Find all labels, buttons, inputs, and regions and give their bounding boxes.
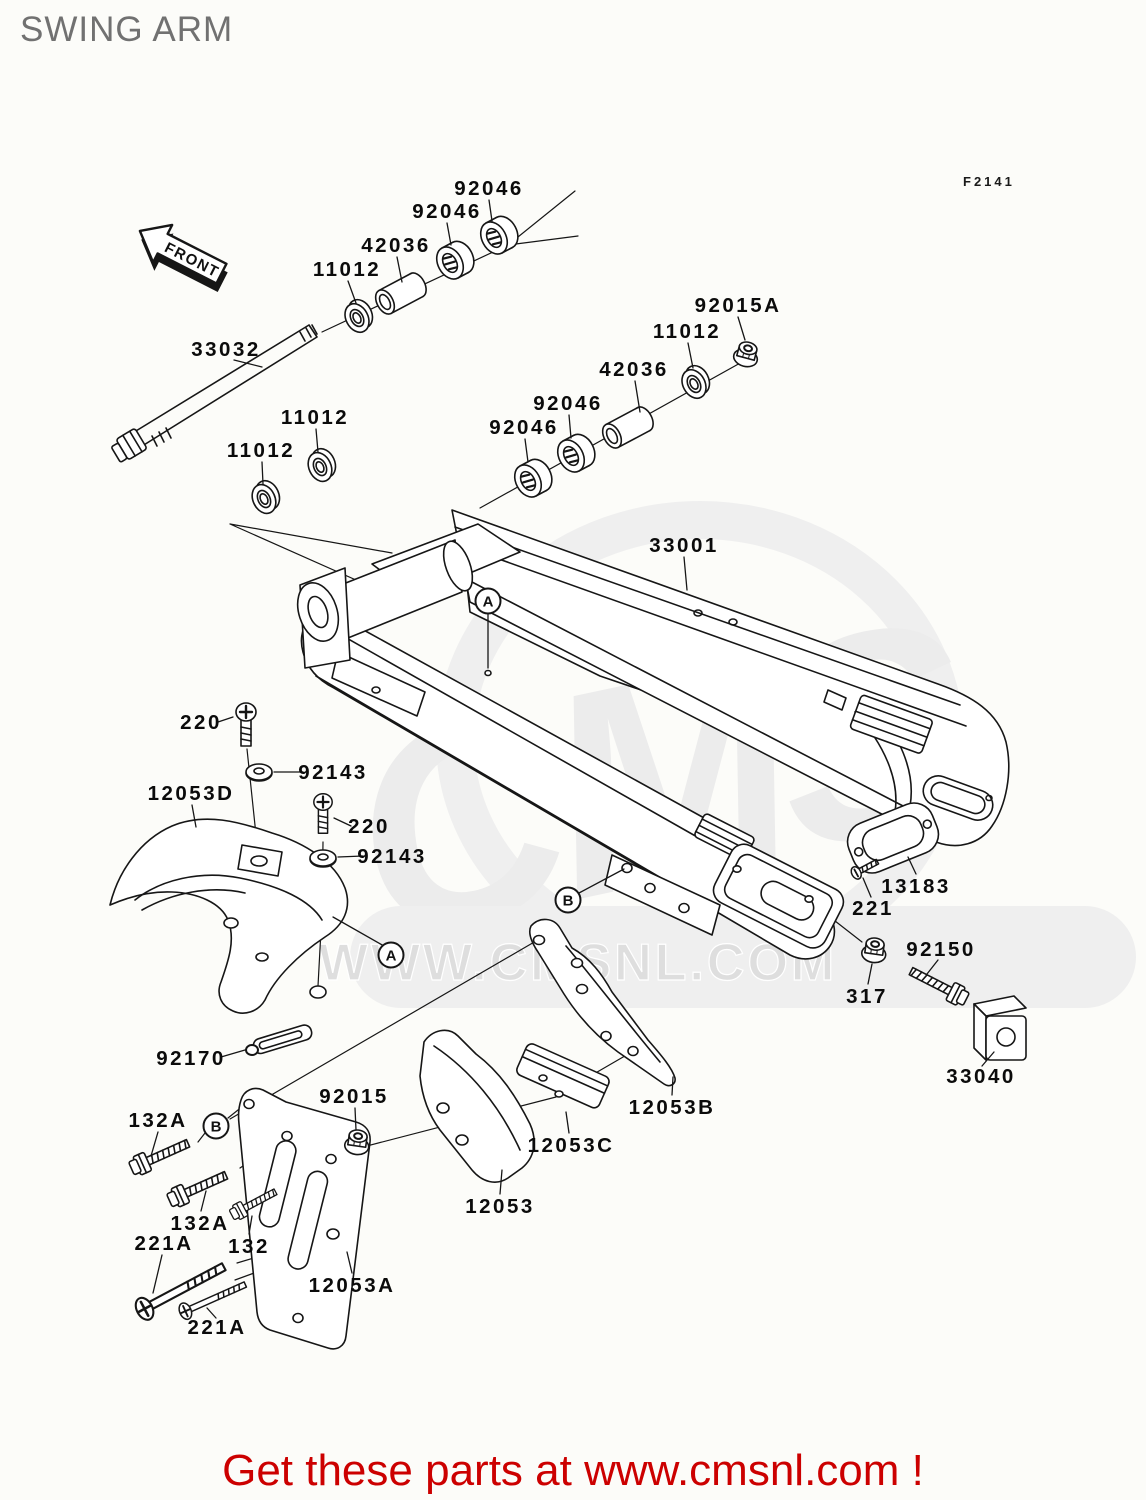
part-12053b-guide-plate (528, 918, 676, 1087)
part-92143-washer (309, 849, 337, 868)
part-label-42036: 42036 (599, 358, 669, 381)
part-label-33032: 33032 (191, 338, 261, 361)
part-12053a-mount-plate (237, 1087, 371, 1350)
part-92046-bearing (430, 235, 481, 285)
part-220-screw (312, 792, 334, 835)
part-92046-bearing (508, 453, 559, 503)
part-33040-adjuster (973, 995, 1027, 1061)
swingarm-pivot (296, 523, 521, 669)
part-label-92046: 92046 (489, 416, 559, 439)
ref-circle-a: A (474, 587, 502, 615)
part-92170-clip (245, 1024, 313, 1056)
part-label-92170: 92170 (156, 1047, 226, 1070)
part-label-92046: 92046 (412, 200, 482, 223)
figure-code: F2141 (963, 174, 1015, 189)
part-13183-plate (846, 802, 940, 874)
part-label-layer: 9204692046420361101292015A11012420369204… (128, 177, 1016, 1339)
part-132a-bolt (164, 1165, 231, 1211)
part-12053-guide-plate (419, 1029, 535, 1183)
swingarm-line-art (109, 190, 1027, 1350)
part-11012-seal (338, 294, 379, 338)
svg-text:A: A (386, 948, 397, 965)
part-92046-bearing (474, 210, 525, 260)
svg-text:B: B (211, 1119, 222, 1136)
part-label-92046: 92046 (454, 177, 524, 200)
swingarm-near-arm (300, 607, 845, 960)
part-label-221: 221 (852, 897, 894, 920)
cmsnl-banner[interactable]: Get these parts at www.cmsnl.com ! (222, 1446, 924, 1495)
page-title: SWING ARM (20, 10, 234, 49)
part-label-33001: 33001 (649, 534, 719, 557)
part-label-12053a: 12053A (309, 1274, 396, 1297)
part-label-33040: 33040 (946, 1065, 1016, 1088)
part-label-221a: 221A (134, 1232, 193, 1255)
ref-circle-a: A (377, 941, 405, 969)
part-92143-washer (245, 763, 273, 782)
part-132a-bolt (126, 1133, 193, 1179)
part-label-132: 132 (228, 1235, 270, 1258)
part-label-92143: 92143 (298, 761, 368, 784)
part-label-11012: 11012 (281, 406, 349, 429)
part-label-92015: 92015 (319, 1085, 389, 1108)
part-33032-pivot-shaft (111, 324, 318, 463)
part-label-220: 220 (348, 815, 390, 838)
leader-lines (150, 199, 995, 1319)
part-label-42036: 42036 (361, 234, 431, 257)
svg-text:A: A (483, 594, 494, 611)
ref-circle-b: B (202, 1112, 230, 1140)
part-label-13183: 13183 (881, 875, 951, 898)
part-label-92015a: 92015A (695, 294, 782, 317)
part-11012-seal (246, 476, 286, 519)
part-label-92143: 92143 (357, 845, 427, 868)
part-92046-bearing (551, 428, 602, 478)
part-label-11012: 11012 (227, 439, 295, 462)
ref-circle-b: B (554, 886, 582, 914)
part-label-220: 220 (180, 711, 222, 734)
part-42036-sleeve (598, 403, 658, 453)
watermark-url: WWW.CMSNL.COM (319, 934, 837, 992)
part-label-132a: 132A (170, 1212, 229, 1235)
swingarm-far-arm (451, 509, 1010, 847)
part-label-12053d: 12053D (148, 782, 235, 805)
part-label-11012: 11012 (313, 258, 381, 281)
part-label-12053: 12053 (465, 1195, 535, 1218)
part-12053c-wear-pad (516, 1043, 610, 1109)
part-label-12053b: 12053B (629, 1096, 716, 1119)
svg-text:B: B (563, 893, 574, 910)
part-12053d-chain-slider (109, 818, 349, 1014)
part-220-screw (234, 701, 258, 748)
part-label-221a: 221A (187, 1316, 246, 1339)
part-label-132a: 132A (128, 1109, 187, 1132)
part-label-92150: 92150 (906, 938, 976, 961)
part-label-92046: 92046 (533, 392, 603, 415)
part-11012-seal (675, 360, 716, 404)
part-11012-seal (302, 444, 342, 487)
part-label-317: 317 (846, 985, 888, 1008)
front-arrow: FRONT (138, 223, 228, 292)
part-label-11012: 11012 (653, 320, 721, 343)
part-label-12053c: 12053C (528, 1134, 615, 1157)
